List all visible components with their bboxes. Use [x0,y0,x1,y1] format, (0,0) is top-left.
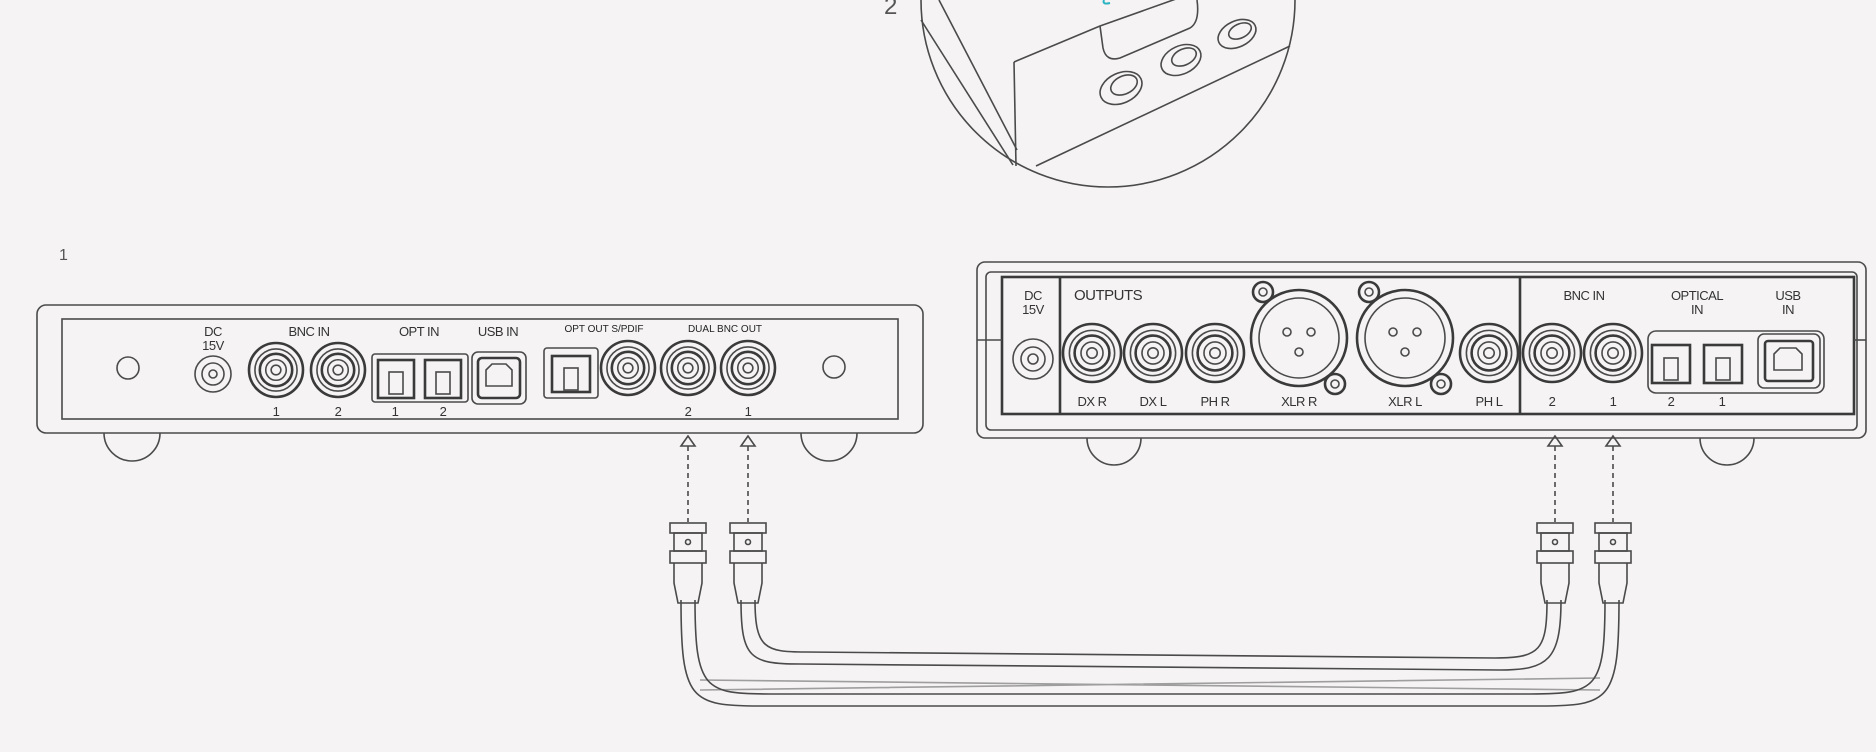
bnc-port [599,339,657,397]
port-number: 1 [1719,394,1726,409]
port-number: 1 [745,404,752,419]
output-label: DX L [1140,394,1167,409]
usb-in-label: USB IN [478,324,518,339]
port-number: 2 [440,404,447,419]
optical-in-group [1647,330,1825,394]
left-device-rear-panel: DC 15V BNC IN OPT IN USB IN OPT OUT S/PD… [36,304,924,462]
rca-port [1184,322,1246,384]
dc-voltage-label: 15V [202,338,224,353]
dc-voltage-label: 15V [1022,302,1044,317]
port-number: 2 [335,404,342,419]
bnc-plug [1594,434,1632,604]
dc-jack [194,355,232,393]
xlr-port [1355,280,1455,396]
bnc-port [1061,322,1123,384]
xlr-port [1249,280,1349,396]
bnc-in-label: BNC IN [1563,288,1604,303]
opt-out-spdif-label: OPT OUT S/PDIF [564,324,643,335]
bnc-port [1582,322,1644,384]
port-number: 1 [1610,394,1617,409]
bnc-port [719,339,777,397]
usb-b-port [471,351,527,405]
bnc-port [247,341,305,399]
bnc-port [1122,322,1184,384]
bnc-in-label: BNC IN [288,324,329,339]
port-number: 2 [685,404,692,419]
port-number: 1 [392,404,399,419]
output-label: XLR R [1281,394,1317,409]
output-label: XLR L [1388,394,1422,409]
dc-jack [1012,338,1054,380]
arrow-up-icon [679,434,697,447]
bnc-plug [1536,434,1574,604]
usb-in-label: IN [1782,302,1794,317]
bnc-port [309,341,367,399]
optical-in-group [371,353,469,403]
port-number: 1 [273,404,280,419]
optical-in-label: OPTICAL [1671,288,1723,303]
output-label: PH L [1476,394,1503,409]
port-number: 2 [1668,394,1675,409]
usb-in-label: USB [1775,288,1800,303]
outputs-label: OUTPUTS [1074,287,1143,304]
port-number: 2 [1549,394,1556,409]
bnc-cables [680,599,1620,707]
detail-zoom-circle [920,0,1296,188]
accent-mark [1102,0,1111,5]
dc-label: DC [204,324,222,339]
dc-label: DC [1024,288,1042,303]
bnc-plug [729,434,767,604]
output-label: DX R [1077,394,1106,409]
figure-number-2: 2 [884,0,897,20]
optical-in-label: IN [1691,302,1703,317]
dual-bnc-out-label: DUAL BNC OUT [688,324,762,335]
bnc-port [1521,322,1583,384]
optical-out-port [543,347,599,399]
output-label: PH R [1200,394,1229,409]
opt-in-label: OPT IN [399,324,439,339]
bnc-plug [669,434,707,604]
bnc-port [1458,322,1520,384]
figure-number-1: 1 [59,247,68,264]
arrow-up-icon [739,434,757,447]
right-device-rear-panel: DC 15V OUTPUTS DX R DX L PH R XLR R XLR … [976,261,1867,466]
bnc-port [659,339,717,397]
